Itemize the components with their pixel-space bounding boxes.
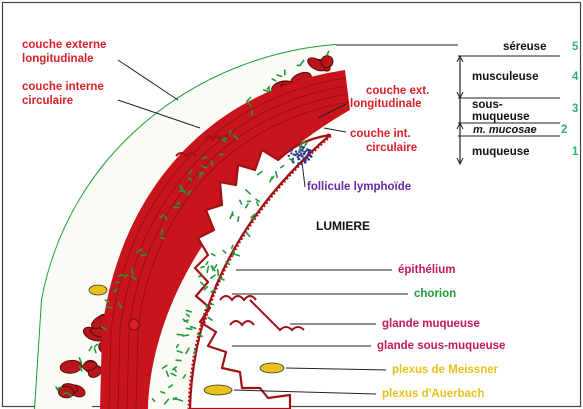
connective-dash — [232, 212, 233, 216]
follicle-cell — [295, 150, 297, 152]
follicle-cell — [291, 149, 293, 151]
connective-dash — [300, 147, 301, 151]
connective-dash — [218, 270, 219, 276]
inner-circular-label-2: circulaire — [22, 95, 73, 107]
layer-mucosae-name: m. mucosae — [473, 124, 537, 136]
connective-dash — [183, 335, 189, 336]
auerbach-plexus-lower — [204, 385, 232, 395]
follicle-cell — [306, 148, 308, 150]
follicle-cell — [288, 155, 290, 157]
connective-dash — [252, 110, 253, 115]
connective-dash — [161, 238, 165, 239]
meissner-plexus — [260, 363, 284, 373]
follicle-cell — [296, 153, 298, 155]
ext-longitudinal-label-2: longitudinale — [350, 98, 422, 110]
connective-dash — [186, 328, 192, 329]
connective-dash — [212, 161, 213, 166]
follicle-cell — [298, 158, 300, 160]
follicle-cell — [306, 157, 308, 159]
connective-dash — [201, 267, 204, 268]
int-circular-label-1: couche int. — [350, 128, 411, 140]
auerbach-plexus-upper — [89, 285, 107, 295]
connective-dash — [223, 138, 226, 139]
ext-longitudinal-label-1: couche ext. — [366, 85, 429, 97]
layer-submucosa-number: 3 — [572, 103, 578, 115]
follicle-cell — [304, 158, 306, 160]
layer-submucosa-name-2: muqueuse — [472, 111, 530, 123]
connective-dash — [230, 131, 231, 134]
label-mucous-gland: glande muqueuse — [382, 318, 480, 330]
follicle-cell — [297, 162, 299, 164]
outer-longitudinal-label-2: longitudinale — [22, 53, 94, 65]
lumen-label: LUMIERE — [316, 219, 370, 233]
follicle-label: follicule lymphoïde — [307, 181, 411, 193]
connective-dash — [165, 217, 166, 220]
follicle-cell — [300, 152, 302, 154]
follicle-cell — [301, 155, 303, 157]
connective-dash — [132, 268, 133, 274]
connective-dash — [184, 320, 188, 321]
connective-dash — [269, 88, 270, 92]
connective-dash — [174, 398, 177, 399]
layer-serosa-number: 5 — [572, 41, 579, 53]
label-auerbach: plexus d'Auerbach — [382, 388, 484, 400]
connective-dash — [207, 305, 208, 309]
layer-mucosa-name: muqueuse — [472, 146, 530, 158]
layer-submucosa-name-1: sous- — [472, 99, 503, 111]
follicle-cell — [303, 151, 305, 153]
connective-dash — [64, 393, 68, 394]
follicle-cell — [308, 150, 310, 152]
connective-dash — [161, 392, 165, 393]
outer-longitudinal-label-1: couche externe — [22, 39, 106, 51]
label-chorion: chorion — [414, 288, 456, 300]
follicle-cell — [310, 155, 312, 157]
connective-dash — [232, 246, 233, 249]
connective-dash — [238, 217, 239, 221]
label-submucous-gland: glande sous-muqueuse — [377, 340, 505, 352]
follicle-cell — [307, 153, 309, 155]
layer-mucosa-number: 1 — [572, 146, 579, 158]
int-circular-label-2: circulaire — [366, 142, 417, 154]
layer-serosa-name: séreuse — [503, 41, 546, 53]
label-epithelium: épithélium — [398, 264, 456, 276]
connective-dash — [177, 334, 183, 335]
label-meissner: plexus de Meissner — [392, 364, 499, 376]
layer-muscularis-number: 4 — [572, 71, 579, 83]
follicle-cell — [290, 152, 292, 154]
connective-dash — [200, 173, 201, 178]
layer-muscularis-name: musculeuse — [472, 71, 538, 83]
follicle-cell — [304, 161, 306, 163]
layer-mucosae-number: 2 — [561, 124, 567, 136]
inner-circular-label-1: couche interne — [22, 81, 104, 93]
